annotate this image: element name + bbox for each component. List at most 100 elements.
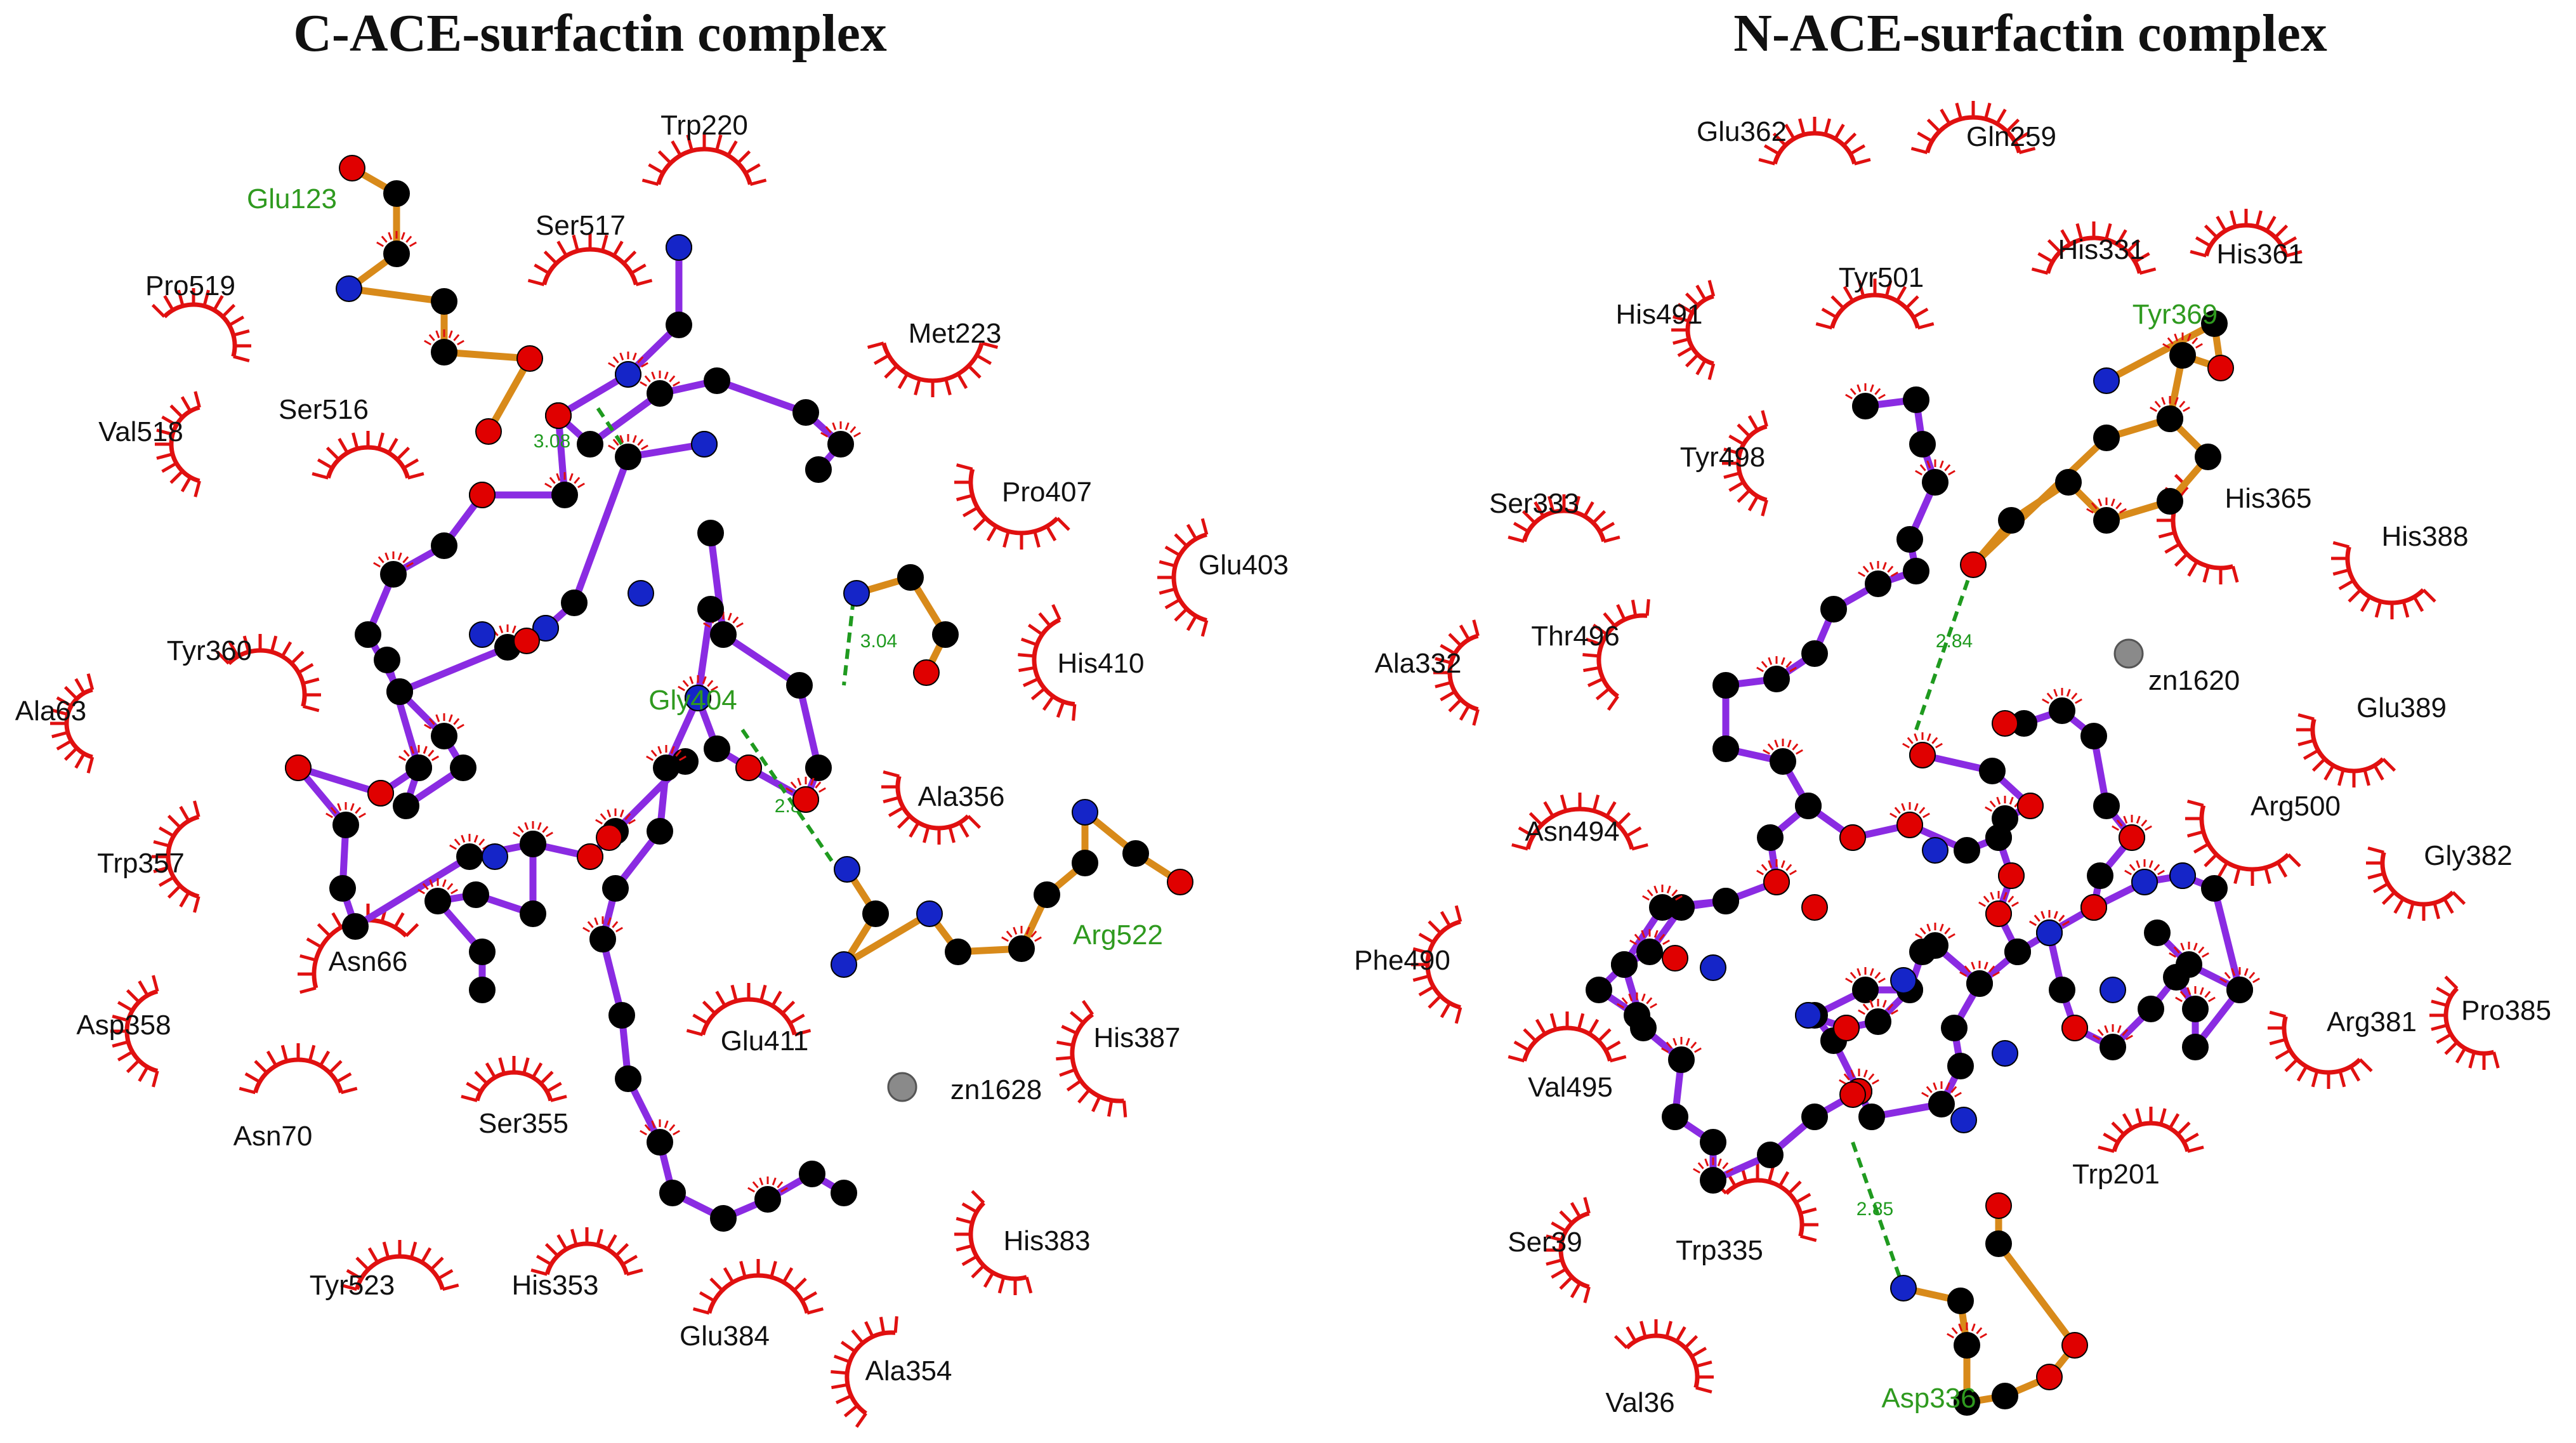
atom-contact-tick — [1931, 737, 1938, 744]
n-ace-surfactin-chain-5-bond — [2211, 885, 2244, 994]
carbon-atom — [456, 843, 483, 870]
atom-contact-tick — [2157, 869, 2165, 876]
atom-contact-tick — [1971, 961, 1976, 970]
carbon-atom — [551, 482, 578, 508]
carbon-atom — [647, 1129, 673, 1156]
nitrogen-atom — [532, 615, 559, 642]
atom-contact-tick — [2179, 991, 2186, 998]
carbon-atom — [1624, 1002, 1650, 1029]
atom-contact-tick — [679, 755, 687, 761]
carbon-atom — [1966, 970, 1993, 997]
atom-contact-tick — [1662, 939, 1670, 946]
atom-contact-tick — [1780, 657, 1785, 665]
carbon-atom — [602, 875, 629, 902]
hydrophobic-his387-label: His387 — [1094, 1022, 1181, 1053]
residue-glu123-bond — [485, 355, 534, 435]
hydrophobic-glu362-label: Glu362 — [1697, 116, 1787, 147]
atom-contact-tick — [423, 746, 428, 754]
atom-contact-tick — [790, 781, 797, 789]
hydrophobic-arg500-arc — [2185, 800, 2301, 886]
oxygen-atom — [2080, 894, 2107, 921]
hbond-residue-arg522-label: Arg522 — [1073, 919, 1163, 951]
atom-contact-tick — [1768, 657, 1773, 665]
atom-contact-tick — [1878, 393, 1886, 400]
carbon-atom — [1034, 881, 1060, 908]
c-ace-surfactin-chain-3-bond — [796, 682, 822, 772]
atom-contact-tick — [600, 813, 607, 820]
atom-contact-tick — [1983, 895, 1990, 903]
atom-contact-tick — [1704, 1158, 1709, 1166]
residue-arg522-bond — [840, 910, 933, 968]
atom-contact-tick — [1971, 1323, 1976, 1331]
carbon-atom — [2049, 697, 2075, 724]
atom-contact-tick — [384, 552, 390, 560]
atom-contact-tick — [644, 1124, 651, 1131]
hydrophobic-ser355-label: Ser355 — [478, 1108, 568, 1139]
carbon-atom — [405, 754, 432, 781]
hydrophobic-trp201-arc — [2098, 1107, 2204, 1153]
atom-contact-tick — [689, 676, 694, 684]
atom-contact-tick — [424, 723, 431, 730]
hydrophobic-his388-label: His388 — [2382, 521, 2469, 552]
atom-contact-tick — [337, 803, 342, 811]
atom-contact-tick — [1666, 1041, 1672, 1049]
atom-contact-tick — [1945, 1082, 1950, 1090]
atom-contact-tick — [619, 435, 624, 443]
carbon-atom — [520, 900, 546, 927]
atom-contact-tick — [2071, 692, 2078, 700]
hydrophobic-arg500-label: Arg500 — [2251, 791, 2341, 822]
hydrogen-bond-2-84-0-2-line — [740, 728, 839, 871]
carbon-atom — [1928, 1091, 1955, 1117]
atom-contact-tick — [607, 809, 612, 817]
atom-contact-tick — [1858, 1009, 1865, 1015]
atom-contact-tick — [513, 831, 520, 838]
atom-contact-tick — [646, 755, 654, 761]
atom-contact-tick — [1030, 930, 1037, 938]
hydrophobic-ser517-arc — [527, 233, 653, 287]
atom-contact-tick — [461, 834, 466, 843]
atom-contact-tick — [2062, 920, 2070, 926]
carbon-atom — [2195, 444, 2221, 470]
atom-contact-tick — [2224, 972, 2231, 979]
carbon-atom — [608, 1002, 635, 1029]
carbon-atom — [1922, 932, 1948, 959]
metal-ion-zn1628 — [887, 1072, 917, 1102]
atom-contact-tick — [1697, 1162, 1704, 1170]
atom-contact-tick — [2208, 996, 2216, 1003]
panel-title-n-ace: N-ACE-surfactin complex — [1733, 4, 2327, 63]
hydrophobic-glu384-arc — [692, 1259, 824, 1315]
atom-contact-tick — [2174, 333, 2179, 341]
oxygen-atom — [1992, 710, 2018, 737]
atom-contact-tick — [473, 834, 478, 843]
carbon-atom — [659, 1180, 686, 1206]
carbon-atom — [2144, 919, 2171, 946]
atom-contact-tick — [544, 482, 552, 489]
oxygen-atom — [516, 345, 543, 372]
atom-contact-tick — [628, 819, 636, 825]
atom-contact-tick — [428, 749, 435, 757]
atom-contact-tick — [632, 435, 637, 443]
carbon-atom — [792, 399, 819, 426]
hydrophobic-glu389-arc — [2296, 713, 2396, 787]
atom-contact-tick — [398, 755, 406, 761]
oxygen-atom — [367, 780, 394, 807]
atom-contact-tick — [1950, 1086, 1957, 1093]
carbon-atom — [1985, 824, 2012, 851]
hydrophobic-asn70-label: Asn70 — [233, 1121, 313, 1152]
atom-contact-tick — [431, 755, 439, 761]
carbon-atom — [2100, 1034, 2126, 1060]
carbon-atom — [431, 532, 457, 559]
atom-contact-tick — [1661, 1047, 1669, 1053]
carbon-atom — [1979, 758, 2006, 784]
hydrophobic-trp335-label: Trp335 — [1676, 1235, 1763, 1266]
oxygen-atom — [2207, 355, 2234, 381]
atom-contact-tick — [1642, 895, 1650, 901]
atom-contact-tick — [595, 819, 603, 825]
atom-contact-tick — [607, 917, 612, 925]
atom-contact-tick — [2046, 692, 2053, 700]
atom-contact-tick — [453, 334, 460, 341]
atom-contact-tick — [1862, 565, 1869, 573]
carbon-atom — [577, 431, 603, 458]
hydrophobic-glu389-label: Glu389 — [2356, 692, 2447, 723]
atom-contact-tick — [2183, 406, 2190, 412]
